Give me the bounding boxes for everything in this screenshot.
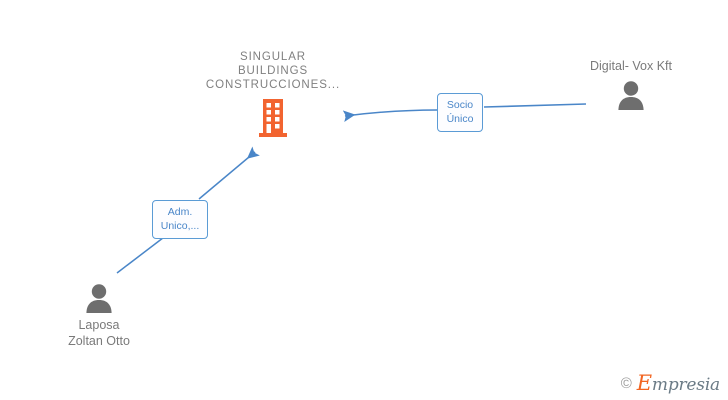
person-icon-wrap: [24, 283, 174, 313]
copyright-icon: ©: [620, 375, 632, 392]
edge-adm-unico-upper-segment: [198, 146, 260, 200]
relation-label-socio-unico[interactable]: Socio Único: [437, 93, 483, 132]
company-icon-wrap: [193, 98, 353, 138]
person-node-digital-vox-kft[interactable]: Digital- Vox Kft: [556, 58, 706, 110]
relation-label-adm-unico[interactable]: Adm. Unico,...: [152, 200, 208, 239]
person-name-label: Digital- Vox Kft: [590, 59, 672, 73]
edge-socio-unico-left-segment: [342, 109, 438, 122]
person-node-laposa-zoltan-otto[interactable]: Laposa Zoltan Otto: [24, 283, 174, 349]
person-name-label: Laposa Zoltan Otto: [68, 318, 130, 348]
empresia-logo: Empresia: [637, 373, 720, 394]
company-name-label: SINGULAR BUILDINGS CONSTRUCCIONES...: [205, 51, 341, 91]
person-icon: [86, 284, 112, 313]
building-icon: [259, 99, 287, 137]
empresia-logo-text: mpresia: [651, 375, 720, 395]
person-icon-wrap: [556, 80, 706, 110]
company-node[interactable]: SINGULAR BUILDINGS CONSTRUCCIONES...: [193, 50, 353, 138]
empresia-logo-initial: E: [636, 371, 652, 395]
person-icon: [618, 81, 644, 110]
empresia-watermark: © Empresia: [621, 373, 720, 394]
